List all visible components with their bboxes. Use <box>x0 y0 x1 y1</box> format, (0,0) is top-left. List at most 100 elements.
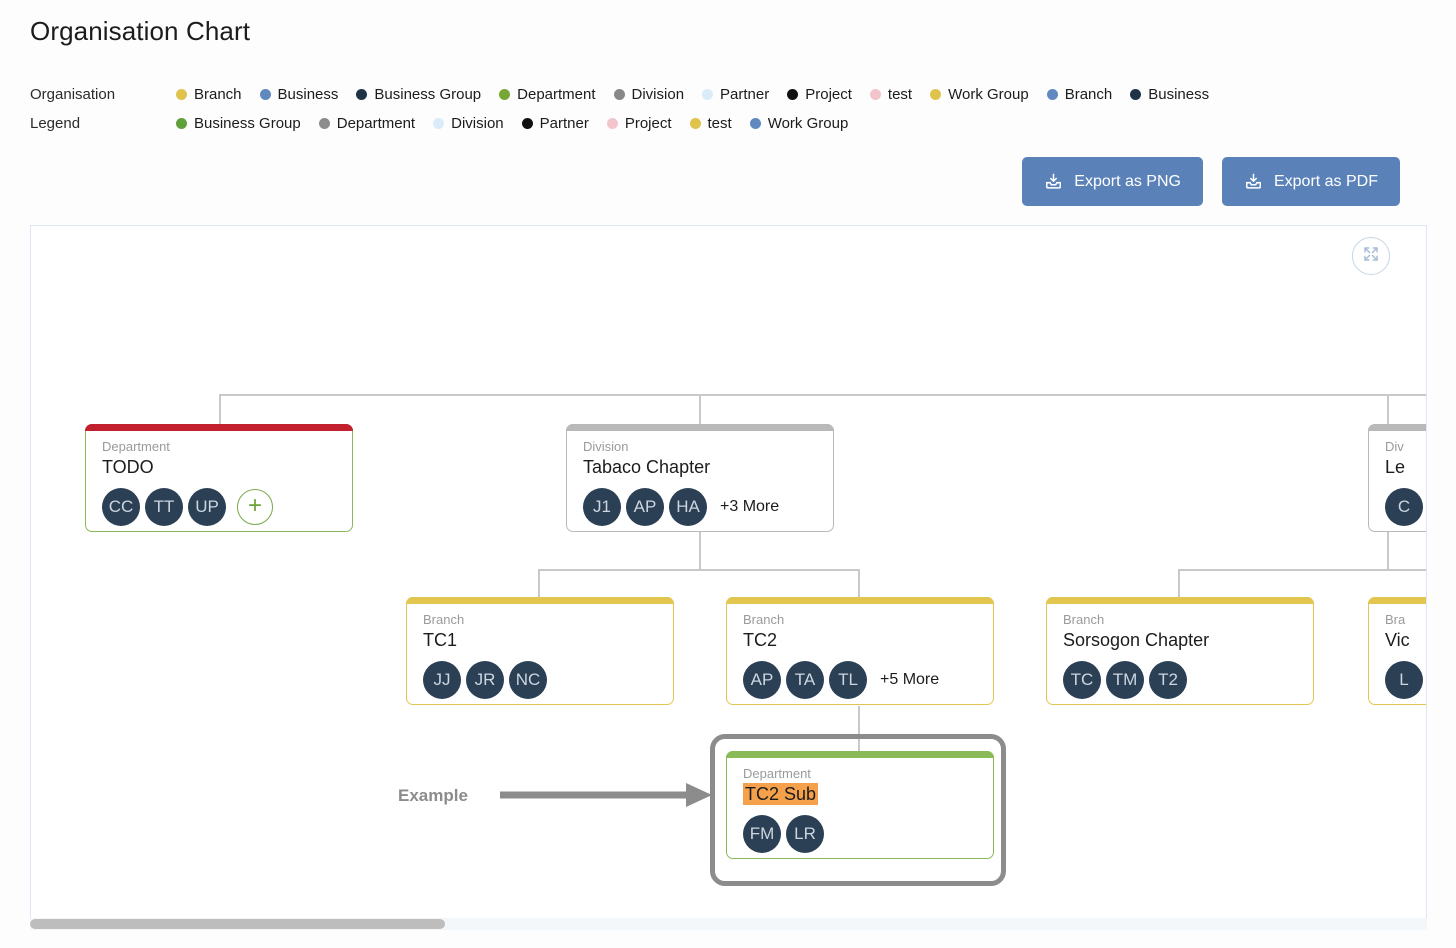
node-type-label: Branch <box>1063 612 1105 627</box>
avatar[interactable]: CC <box>102 488 140 526</box>
more-members-label[interactable]: +5 More <box>880 671 940 688</box>
horizontal-scrollbar-thumb[interactable] <box>30 919 445 929</box>
node-topbar <box>406 597 674 604</box>
legend-item-project: Project <box>787 80 852 109</box>
node-avatars: FM LR <box>743 815 977 853</box>
horizontal-scrollbar-track[interactable] <box>30 918 1427 930</box>
export-pdf-button[interactable]: Export as PDF <box>1221 157 1400 206</box>
node-topbar <box>726 597 994 604</box>
node-clipped-branch[interactable]: Bra Vic L <box>1368 597 1426 705</box>
legend-item-label: Department <box>517 86 596 103</box>
node-tabaco-chapter[interactable]: Division Tabaco Chapter J1 AP HA +3 More <box>566 424 834 532</box>
legend-item-label: Project <box>805 86 852 103</box>
arrow-right-icon <box>500 781 715 814</box>
legend-item-label: Branch <box>194 86 242 103</box>
org-chart-canvas[interactable]: Department TODO CC TT UP + Division Taba… <box>30 225 1427 923</box>
legend-color-dot <box>318 118 330 129</box>
node-type-label: Branch <box>423 612 465 627</box>
legend-item-business-group: Business Group <box>356 80 481 109</box>
avatar[interactable]: TA <box>786 661 824 699</box>
avatar[interactable]: LR <box>786 815 824 853</box>
node-type-label: Department <box>102 439 170 454</box>
fullscreen-expand-button[interactable] <box>1352 237 1390 275</box>
avatar[interactable]: HA <box>669 488 707 526</box>
legend-item-branch: Branch <box>1046 80 1112 109</box>
legend-item-label: Business <box>277 86 339 103</box>
node-name-label: TC1 <box>423 630 458 650</box>
legend-item-department: Department <box>499 80 596 109</box>
connector-line <box>1387 532 1389 569</box>
node-tc2[interactable]: Branch TC2 AP TA TL +5 More <box>726 597 994 705</box>
avatar[interactable]: UP <box>188 488 226 526</box>
export-png-button[interactable]: Export as PNG <box>1022 157 1203 206</box>
export-png-label: Export as PNG <box>1074 172 1181 190</box>
connector-line <box>858 706 860 786</box>
download-tray-icon <box>1044 172 1063 191</box>
legend-color-dot <box>1130 89 1142 100</box>
legend-color-dot <box>521 118 533 129</box>
avatar[interactable]: FM <box>743 815 781 853</box>
avatar[interactable]: L <box>1385 661 1423 699</box>
legend-item-partner: Partner <box>702 80 769 109</box>
node-tc2-sub[interactable]: Department TC2 Sub FM LR <box>726 751 994 859</box>
legend-item-partner: Partner <box>521 109 589 138</box>
avatar[interactable]: T2 <box>1149 661 1187 699</box>
connector-line <box>699 532 701 569</box>
legend-item-work-group: Work Group <box>930 80 1029 109</box>
organisation-legend: Organisation Legend Branch Business Busine… <box>30 80 1356 138</box>
avatar[interactable]: JR <box>466 661 504 699</box>
node-sorsogon-chapter[interactable]: Branch Sorsogon Chapter TC TM T2 <box>1046 597 1314 705</box>
example-annotation-label: Example <box>398 786 468 805</box>
legend-color-dot <box>356 89 368 100</box>
node-topbar <box>1046 597 1314 604</box>
legend-item-label: Division <box>631 86 685 103</box>
connector-line <box>858 569 860 598</box>
legend-item-business: Business <box>259 80 339 109</box>
legend-color-dot <box>787 89 799 100</box>
avatar[interactable]: TL <box>829 661 867 699</box>
avatar[interactable]: J1 <box>583 488 621 526</box>
node-topbar <box>726 751 994 758</box>
avatar[interactable]: TM <box>1106 661 1144 699</box>
node-avatars: C <box>1385 488 1426 526</box>
connector-line <box>1387 394 1389 424</box>
connector-line <box>219 394 221 424</box>
node-todo[interactable]: Department TODO CC TT UP + <box>85 424 353 532</box>
legend-item-project: Project <box>606 109 672 138</box>
legend-label-line2: Legend <box>30 115 81 132</box>
legend-item-label: Division <box>451 115 504 132</box>
legend-item-division: Division <box>433 109 504 138</box>
legend-label-line1: Organisation <box>30 86 116 103</box>
legend-color-dot <box>1046 89 1058 100</box>
avatar[interactable]: AP <box>743 661 781 699</box>
avatar[interactable]: C <box>1385 488 1423 526</box>
avatar[interactable]: TT <box>145 488 183 526</box>
connector-line <box>1178 569 1180 598</box>
selected-node-outline <box>710 734 1006 886</box>
node-avatars: JJ JR NC <box>423 661 657 699</box>
add-member-button[interactable]: + <box>237 489 273 525</box>
legend-item-label: Business <box>1148 86 1210 103</box>
legend-item-division: Division <box>613 80 685 109</box>
avatar[interactable]: NC <box>509 661 547 699</box>
node-type-label: Department <box>743 766 811 781</box>
legend-color-dot <box>702 89 714 100</box>
legend-item-test: test <box>689 109 732 138</box>
node-tc1[interactable]: Branch TC1 JJ JR NC <box>406 597 674 705</box>
node-topbar <box>85 424 353 431</box>
legend-color-dot <box>499 89 511 100</box>
legend-color-dot <box>176 89 187 100</box>
avatar[interactable]: AP <box>626 488 664 526</box>
node-type-label: Division <box>583 439 629 454</box>
export-toolbar: Export as PNG Export as PDF <box>1022 157 1400 206</box>
legend-color-dot <box>869 89 881 100</box>
avatar[interactable]: TC <box>1063 661 1101 699</box>
node-type-label: Div <box>1385 439 1404 454</box>
legend-item-branch: Branch <box>176 80 242 109</box>
legend-item-label: Department <box>336 115 416 132</box>
node-avatars: TC TM T2 <box>1063 661 1297 699</box>
node-clipped-division[interactable]: Div Le C <box>1368 424 1426 532</box>
more-members-label[interactable]: +3 More <box>720 498 780 515</box>
node-name-label: TC2 Sub <box>743 783 819 805</box>
avatar[interactable]: JJ <box>423 661 461 699</box>
